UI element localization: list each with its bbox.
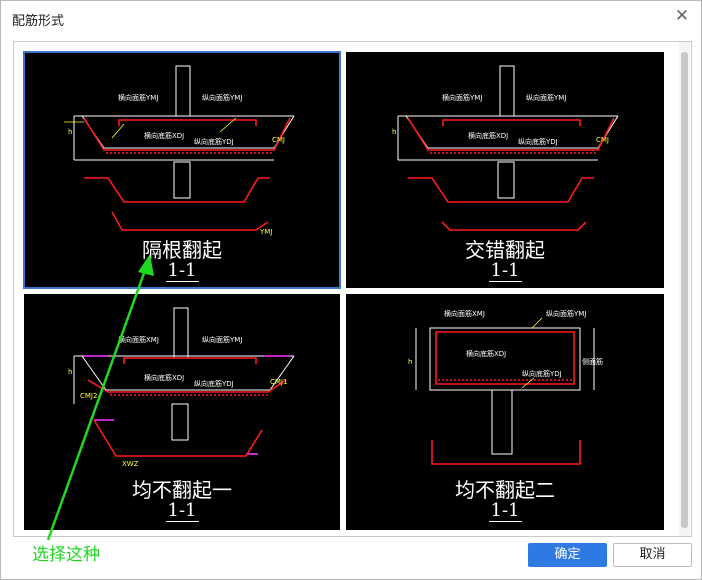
- diagram-1: 横向面筋YMJ 纵向面筋YMJ 横向底筋XDJ 纵向底筋YDJ CMJ h YM…: [64, 65, 295, 236]
- label-bottom-4: 横向底筋XDJ: [466, 349, 506, 358]
- label-top-3: 横向面筋XMJ: [118, 335, 159, 344]
- label-tag-1: YMJ: [259, 228, 272, 236]
- diagram-2: 横向面筋YMJ 纵向面筋YMJ 横向底筋XDJ 纵向底筋YDJ CMJ h: [392, 65, 619, 231]
- label-bottom2-3: 纵向底筋YDJ: [194, 379, 234, 388]
- ok-button[interactable]: 确定: [528, 543, 607, 567]
- cancel-button[interactable]: 取消: [613, 543, 692, 567]
- label-side-4: 侧面筋: [582, 357, 603, 366]
- label-dim-2: h: [392, 128, 396, 136]
- dialog-title: 配筋形式: [12, 14, 65, 29]
- scrollbar-thumb[interactable]: [681, 52, 688, 528]
- section-label-3: 1-1: [165, 500, 199, 522]
- label-top-2: 横向面筋YMJ: [442, 93, 482, 102]
- option-title-3: 均不翻起一: [132, 478, 232, 502]
- diagram-4: 横向面筋XMJ 纵向面筋YMJ 横向底筋XDJ 纵向底筋YDJ 侧面筋 h: [408, 309, 603, 465]
- option-title-1: 隔根翻起: [142, 238, 222, 262]
- section-label-1: 1-1: [165, 260, 199, 282]
- label-top2-1: 纵向面筋YMJ: [202, 93, 242, 102]
- label-dim-4: h: [408, 358, 412, 366]
- label-top-4: 横向面筋XMJ: [444, 309, 485, 318]
- option-title-4: 均不翻起二: [455, 478, 555, 502]
- label-dim-3: h: [68, 368, 72, 376]
- label-side2-3: CMJ2: [80, 392, 97, 400]
- option-title-2: 交错翻起: [465, 238, 545, 262]
- label-top-1: 横向面筋YMJ: [118, 93, 158, 102]
- label-bottom-2: 横向底筋XDJ: [468, 131, 508, 140]
- label-side-3: CMJ1: [270, 378, 287, 386]
- label-side-1: CMJ: [272, 136, 285, 144]
- label-side-2: CMJ: [596, 136, 609, 144]
- label-top2-4: 纵向面筋YMJ: [546, 309, 586, 318]
- label-top2-2: 纵向面筋YMJ: [526, 93, 566, 102]
- label-bottom2-4: 纵向底筋YDJ: [522, 369, 562, 378]
- section-label-4: 1-1: [488, 500, 522, 522]
- vertical-scrollbar[interactable]: [679, 42, 690, 536]
- option-section-2: 1-1: [346, 260, 664, 282]
- options-panel: 横向面筋YMJ 纵向面筋YMJ 横向底筋XDJ 纵向底筋YDJ CMJ h YM…: [13, 41, 692, 537]
- section-label-2: 1-1: [488, 260, 522, 282]
- option-card-2[interactable]: 横向面筋YMJ 纵向面筋YMJ 横向底筋XDJ 纵向底筋YDJ CMJ h 交错…: [346, 52, 664, 288]
- option-card-1[interactable]: 横向面筋YMJ 纵向面筋YMJ 横向底筋XDJ 纵向底筋YDJ CMJ h YM…: [23, 51, 341, 289]
- close-icon[interactable]: ✕: [674, 6, 690, 26]
- label-bottom2-1: 纵向底筋YDJ: [194, 137, 234, 146]
- option-card-4[interactable]: 横向面筋XMJ 纵向面筋YMJ 横向底筋XDJ 纵向底筋YDJ 侧面筋 h 均不…: [346, 294, 664, 530]
- label-dim-1: h: [68, 128, 72, 136]
- label-bottom-1: 横向底筋XDJ: [144, 131, 184, 140]
- label-bottom-3: 横向底筋XDJ: [144, 373, 184, 382]
- option-section-3: 1-1: [24, 500, 340, 522]
- option-card-3[interactable]: 横向面筋XMJ 纵向面筋YMJ 横向底筋XDJ 纵向底筋YDJ CMJ1 CMJ…: [24, 294, 340, 530]
- label-bottom2-2: 纵向底筋YDJ: [518, 137, 558, 146]
- option-section-1: 1-1: [24, 260, 340, 282]
- annotation-text: 选择这种: [32, 545, 100, 565]
- label-top2-3: 纵向面筋YMJ: [202, 335, 242, 344]
- label-tag-3: XWZ: [122, 460, 139, 468]
- option-section-4: 1-1: [346, 500, 664, 522]
